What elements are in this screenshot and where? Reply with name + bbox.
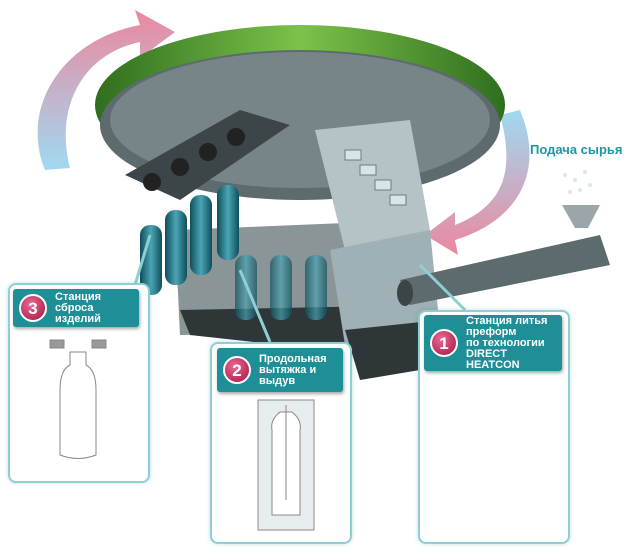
title-line: вытяжка и — [259, 363, 317, 376]
station-1-title: Станция литья преформ по технологии DIRE… — [466, 314, 562, 371]
station-2-title: Продольная вытяжка и выдув — [259, 352, 327, 387]
station-2-badge: 2 — [223, 356, 251, 384]
station-2-header: 2 Продольная вытяжка и выдув — [217, 348, 343, 392]
title-line: Станция литья — [466, 314, 548, 327]
station-3-header: 3 Станция сброса изделий — [13, 289, 139, 327]
station-3-badge: 3 — [19, 294, 47, 322]
title-line: по технологии — [466, 336, 545, 349]
station-1-badge: 1 — [430, 329, 458, 357]
title-line: Станция — [55, 290, 102, 303]
title-line: Продольная — [259, 352, 327, 365]
station-3-title: Станция сброса изделий — [55, 290, 102, 325]
title-line: выдув — [259, 374, 296, 387]
title-line: преформ — [466, 325, 517, 338]
station-1-header: 1 Станция литья преформ по технологии DI… — [424, 315, 562, 371]
rotation-arrow-left-icon — [37, 10, 175, 170]
title-line: сброса — [55, 301, 94, 314]
title-line: DIRECT HEATCON — [466, 347, 520, 371]
rotation-arrow-right-icon — [425, 110, 530, 255]
feed-label: Подача сырья — [530, 142, 623, 157]
title-line: изделий — [55, 312, 101, 325]
